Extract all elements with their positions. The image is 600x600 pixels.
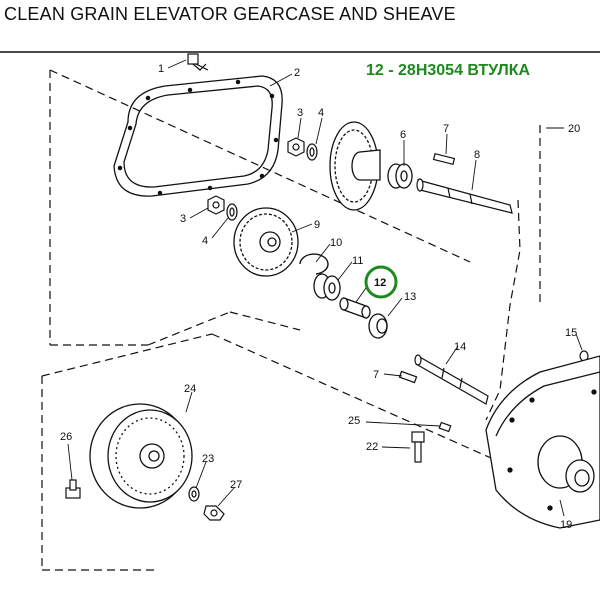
- key-7-lower: [398, 370, 418, 384]
- callout-labels: 1 2 3 4 6 7 8 20 3 4 9 10 11 12 13 15 14…: [60, 63, 580, 531]
- callout-3a: 3: [297, 107, 303, 119]
- page-title: CLEAN GRAIN ELEVATOR GEARCASE AND SHEAVE: [4, 4, 456, 24]
- callout-9: 9: [314, 219, 320, 231]
- snap-ring-10: [299, 253, 329, 275]
- dashed-frame: [41, 69, 541, 571]
- callout-20: 20: [568, 123, 580, 135]
- callout-15: 15: [565, 327, 577, 339]
- callout-10: 10: [330, 237, 342, 249]
- nut-27: [203, 505, 225, 521]
- bushing-12: [339, 297, 371, 319]
- leader-lines: [67, 59, 583, 517]
- sheave-24: [89, 403, 193, 509]
- bearing-11: [313, 273, 341, 301]
- nut-washer-mid: [207, 195, 238, 221]
- callout-7b: 7: [373, 369, 379, 381]
- bearing-6: [387, 163, 413, 189]
- nut-washer-top: [287, 137, 318, 161]
- part-highlight-note: 12 - 28H3054 ВТУЛКА: [366, 62, 531, 79]
- callout-4b: 4: [202, 235, 208, 247]
- large-gear-top: [329, 121, 381, 211]
- callout-22: 22: [366, 441, 378, 453]
- gear-9: [233, 207, 299, 277]
- callout-23: 23: [202, 453, 214, 465]
- cap-screw-22: [411, 431, 425, 463]
- callout-27: 27: [230, 479, 242, 491]
- callout-8: 8: [474, 149, 480, 161]
- callout-6: 6: [400, 129, 406, 141]
- bolt-26: [65, 479, 81, 499]
- callout-12: 12: [374, 277, 386, 289]
- gearcase-cover: [113, 75, 283, 197]
- washer-25: [438, 421, 452, 433]
- callout-1: 1: [158, 63, 164, 75]
- callout-19: 19: [560, 519, 572, 531]
- gearcase-housing: [485, 355, 600, 529]
- seal-13: [368, 313, 388, 339]
- callout-13: 13: [404, 291, 416, 303]
- highlight-circle-12: [364, 265, 398, 299]
- cap-screw-1: [187, 53, 209, 71]
- callout-4a: 4: [318, 107, 324, 119]
- callout-25: 25: [348, 415, 360, 427]
- callout-14: 14: [454, 341, 466, 353]
- callout-26: 26: [60, 431, 72, 443]
- shaft-8: [416, 178, 513, 214]
- callout-24: 24: [184, 383, 196, 395]
- callout-7a: 7: [443, 123, 449, 135]
- callout-2: 2: [294, 67, 300, 79]
- callout-3b: 3: [180, 213, 186, 225]
- callout-11: 11: [352, 255, 363, 267]
- key-7-top: [432, 152, 456, 166]
- washer-23: [188, 486, 200, 502]
- shaft-14: [414, 354, 489, 405]
